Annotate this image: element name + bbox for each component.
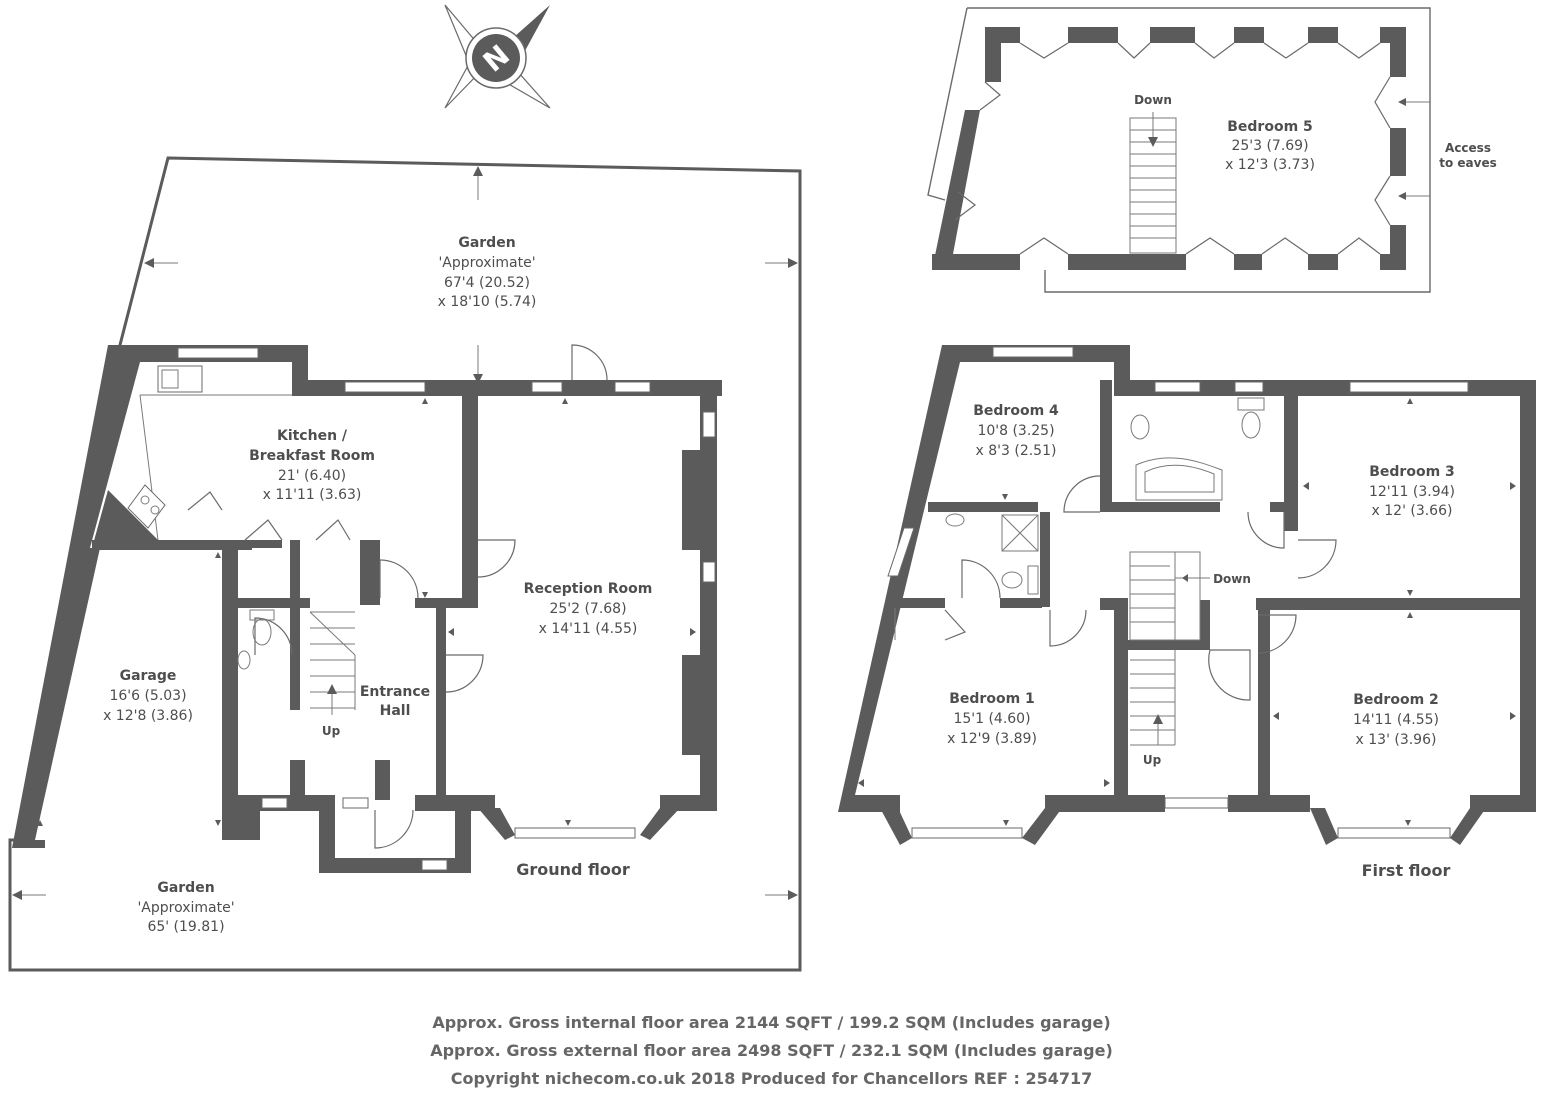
footer-internal-area: Approx. Gross internal floor area 2144 S… xyxy=(432,1013,1111,1032)
garden-front-dim1: 65' (19.81) xyxy=(147,919,224,935)
first-stairs-down-label: Down xyxy=(1213,572,1251,586)
ground-stairs-up-label: Up xyxy=(322,724,341,738)
kitchen-dim2: x 11'11 (3.63) xyxy=(263,487,362,503)
footer-external-area: Approx. Gross external floor area 2498 S… xyxy=(430,1041,1113,1060)
bedroom1-dim2: x 12'9 (3.89) xyxy=(947,731,1037,747)
garden-rear-note: 'Approximate' xyxy=(438,255,535,271)
garden-rear-dim1: 67'4 (20.52) xyxy=(444,275,530,291)
garden-rear-dim2: x 18'10 (5.74) xyxy=(438,294,537,310)
bedroom5-dim2: x 12'3 (3.73) xyxy=(1225,157,1315,173)
second-floor-plan: Down Bedroom 5 25'3 (7.69) x 12'3 (3.73)… xyxy=(927,7,1497,293)
bedroom3-name: Bedroom 3 xyxy=(1369,464,1455,480)
hall-name-line1: Entrance xyxy=(360,684,430,700)
bedroom3-dim2: x 12' (3.66) xyxy=(1372,503,1453,519)
eaves-label-line1: Access xyxy=(1445,141,1491,155)
bedroom1-name: Bedroom 1 xyxy=(949,691,1035,707)
reception-dim1: 25'2 (7.68) xyxy=(549,601,626,617)
compass-icon: N xyxy=(444,4,551,109)
first-floor-label: First floor xyxy=(1362,861,1451,880)
bedroom1-dim1: 15'1 (4.60) xyxy=(953,711,1030,727)
bedroom3-dim1: 12'11 (3.94) xyxy=(1369,484,1455,500)
hall-name-line2: Hall xyxy=(380,703,411,719)
bedroom4-name: Bedroom 4 xyxy=(973,403,1059,419)
bedroom5-dim1: 25'3 (7.69) xyxy=(1231,138,1308,154)
ground-floor-plan: Garden 'Approximate' 67'4 (20.52) x 18'1… xyxy=(8,156,802,972)
reception-name: Reception Room xyxy=(524,581,653,597)
garden-rear-name: Garden xyxy=(458,235,515,251)
bedroom2-name: Bedroom 2 xyxy=(1353,692,1439,708)
bedroom5-name: Bedroom 5 xyxy=(1227,119,1313,135)
second-stairs-down-label: Down xyxy=(1134,93,1172,107)
first-stairs-up-label: Up xyxy=(1143,753,1162,767)
reception-dim2: x 14'11 (4.55) xyxy=(539,621,638,637)
kitchen-name-line1: Kitchen / xyxy=(277,428,348,444)
garden-front-note: 'Approximate' xyxy=(137,900,234,916)
garden-front-name: Garden xyxy=(157,880,214,896)
ground-floor-label: Ground floor xyxy=(516,860,630,879)
garage-name: Garage xyxy=(120,668,177,684)
first-floor-plan: Bedroom 4 10'8 (3.25) x 8'3 (2.51) Bedro… xyxy=(838,345,1536,880)
kitchen-dim1: 21' (6.40) xyxy=(278,468,346,484)
floor-plan-drawing: N xyxy=(8,4,1536,972)
kitchen-name-line2: Breakfast Room xyxy=(249,448,375,464)
garage-dim1: 16'6 (5.03) xyxy=(109,688,186,704)
bedroom4-dim1: 10'8 (3.25) xyxy=(977,423,1054,439)
bedroom2-dim1: 14'11 (4.55) xyxy=(1353,712,1439,728)
eaves-label-line2: to eaves xyxy=(1439,156,1497,170)
bedroom2-dim2: x 13' (3.96) xyxy=(1356,732,1437,748)
garage-dim2: x 12'8 (3.86) xyxy=(103,708,193,724)
bedroom4-dim2: x 8'3 (2.51) xyxy=(976,443,1057,459)
footer-copyright: Copyright nichecom.co.uk 2018 Produced f… xyxy=(450,1069,1093,1088)
